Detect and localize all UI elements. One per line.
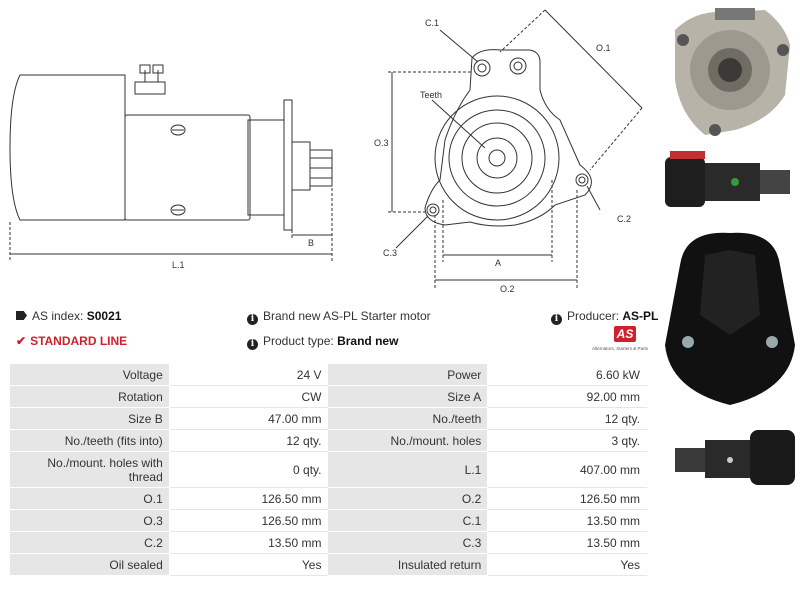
description-text: Brand new AS-PL Starter motor [263,309,431,323]
dim-label-b: B [308,238,314,248]
spec-label: O.2 [327,487,489,510]
spec-value: 126.50 mm [168,509,329,532]
spec-value: 126.50 mm [168,487,329,510]
logo-mark: AS [614,326,636,342]
spec-value: 407.00 mm [487,451,647,488]
spec-value: 13.50 mm [487,531,647,554]
product-photo-front [675,8,790,136]
spec-label: Insulated return [327,553,489,576]
producer-value: AS-PL [622,309,659,323]
info-icon: i [247,314,258,325]
spec-value: 126.50 mm [487,487,647,510]
spec-value: 0 qty. [168,451,329,488]
spec-value: 12 qty. [487,407,647,430]
dim-label-teeth: Teeth [420,90,442,100]
spec-row: No./teeth (fits into)12 qty.No./mount. h… [9,429,647,452]
spec-value: 92.00 mm [487,385,647,408]
spec-label: Rotation [9,385,170,408]
product-photo-angle [675,430,795,485]
as-index-label: AS index: [32,309,84,323]
spec-value: 47.00 mm [168,407,329,430]
spec-label: Power [327,363,489,386]
spec-value: 13.50 mm [487,509,647,532]
spec-value: CW [168,385,329,408]
spec-value: 6.60 kW [487,363,647,386]
spec-label: Size B [9,407,170,430]
spec-value: Yes [168,553,329,576]
product-type: i Product type: Brand new [247,334,398,350]
product-photo-side [665,151,790,207]
product-type-value: Brand new [337,334,399,348]
standard-line: ✔STANDARD LINE [16,334,127,348]
dim-label-c2: C.2 [617,214,631,224]
dim-label-o3: O.3 [374,138,389,148]
spec-value: 3 qty. [487,429,647,452]
as-pl-logo: AS Alternators, Starters & Parts [586,326,648,356]
producer-label: Producer: [567,309,620,323]
product-type-label: Product type: [263,334,334,348]
technical-drawing: L.1 B C.1 O.1 Teeth O.3 C.2 C.3 A O.2 [9,9,643,294]
spec-label: No./mount. holes [327,429,489,452]
spec-value: 12 qty. [168,429,329,452]
spec-label: O.1 [9,487,170,510]
dim-label-o1: O.1 [596,43,611,53]
spec-label: Voltage [9,363,170,386]
spec-label: O.3 [9,509,170,532]
spec-label: No./teeth [327,407,489,430]
logo-tagline: Alternators, Starters & Parts [591,346,648,351]
spec-label: No./mount. holes with thread [9,451,170,488]
spec-value: Yes [487,553,647,576]
spec-label: Oil sealed [9,553,170,576]
tag-icon [16,311,27,320]
spec-label: C.1 [327,509,489,532]
spec-label: C.2 [9,531,170,554]
dim-label-o2: O.2 [500,284,515,294]
info-icon: i [551,314,562,325]
spec-label: C.3 [327,531,489,554]
dim-label-c3: C.3 [383,248,397,258]
dim-label-a: A [495,258,501,268]
check-icon: ✔ [16,334,27,348]
dim-label-c1: C.1 [425,18,439,28]
spec-value: 13.50 mm [168,531,329,554]
dim-label-l1: L.1 [172,260,185,270]
spec-label: No./teeth (fits into) [9,429,170,452]
info-icon: i [247,339,258,350]
spec-value: 24 V [168,363,329,386]
product-photo-cover [665,232,795,405]
product-description: i Brand new AS-PL Starter motor [247,309,431,325]
spec-label: Size A [327,385,489,408]
spec-label: L.1 [327,451,489,488]
as-index: AS index: S0021 [16,309,121,323]
producer: i Producer: AS-PL [551,309,658,325]
as-index-value: S0021 [86,309,122,323]
standard-line-text: STANDARD LINE [30,334,128,348]
